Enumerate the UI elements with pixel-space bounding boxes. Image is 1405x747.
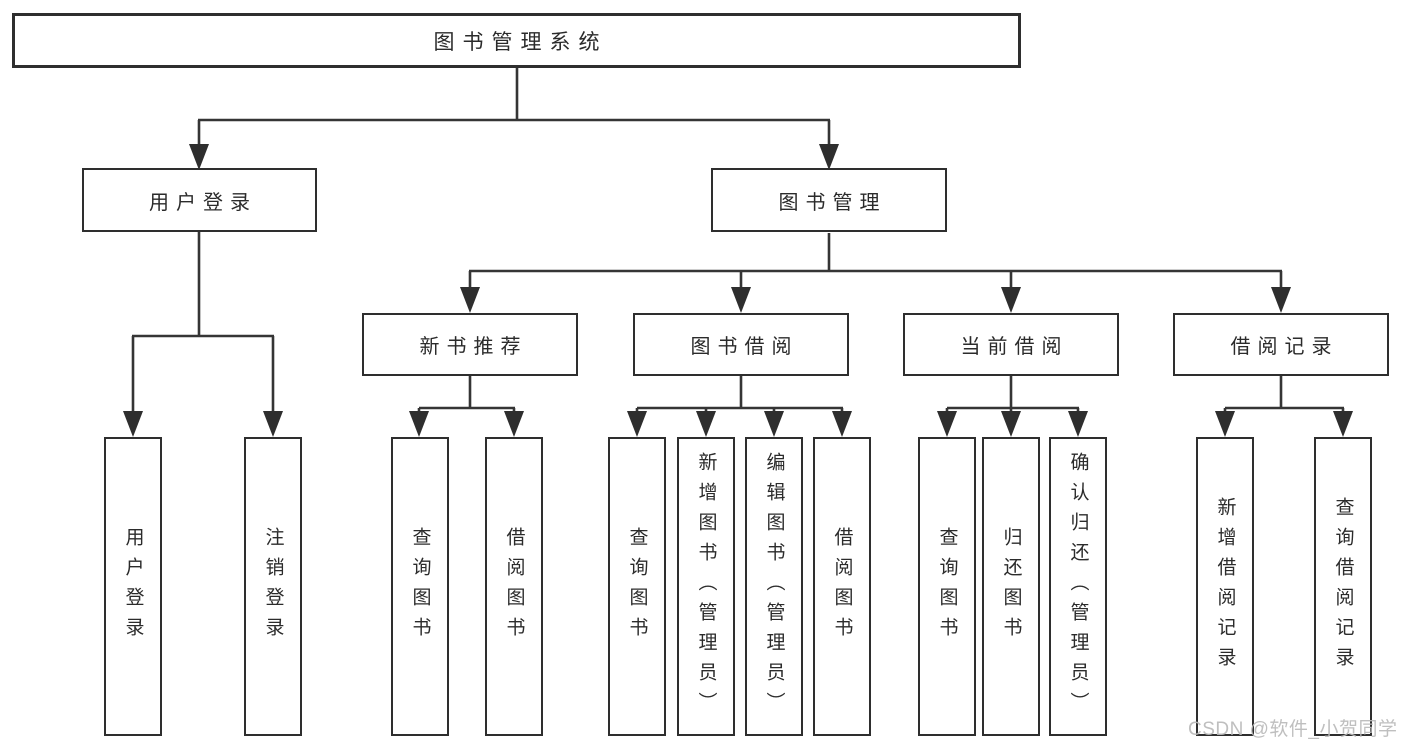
leaf-borrow-edit-books-admin: 编辑图书（管理员） <box>745 437 803 736</box>
node-book-borrow: 图书借阅 <box>633 313 849 376</box>
leaf-label: 用户登录 <box>122 526 144 647</box>
node-label: 图书管理系统 <box>433 30 608 54</box>
leaf-current-query-books: 查询图书 <box>918 437 976 736</box>
leaf-logout: 注销登录 <box>244 437 302 736</box>
leaf-label: 查询图书 <box>409 526 431 647</box>
node-label: 当前借阅 <box>960 336 1069 358</box>
node-current-borrow: 当前借阅 <box>903 313 1119 376</box>
leaf-label: 新增借阅记录 <box>1214 496 1236 677</box>
leaf-newbook-borrow-books: 借阅图书 <box>485 437 543 736</box>
leaf-label: 注销登录 <box>262 526 284 647</box>
leaf-label: 确认归还（管理员） <box>1067 451 1089 722</box>
node-new-book-recommend: 新书推荐 <box>362 313 578 376</box>
leaf-user-login: 用户登录 <box>104 437 162 736</box>
leaf-newbook-query-books: 查询图书 <box>391 437 449 736</box>
leaf-label: 借阅图书 <box>503 526 525 647</box>
leaf-label: 新增图书（管理员） <box>695 451 717 722</box>
leaf-label: 查询图书 <box>626 526 648 647</box>
node-borrow-records: 借阅记录 <box>1173 313 1389 376</box>
leaf-records-add-record: 新增借阅记录 <box>1196 437 1254 736</box>
node-label: 用户登录 <box>149 191 257 214</box>
node-label: 借阅记录 <box>1230 336 1339 358</box>
node-label: 图书借阅 <box>690 336 799 358</box>
node-book-management: 图书管理 <box>711 168 947 232</box>
leaf-label: 借阅图书 <box>831 526 853 647</box>
csdn-watermark: CSDN @软件_小贺同学 <box>1188 719 1398 740</box>
node-user-login: 用户登录 <box>82 168 317 232</box>
leaf-label: 查询图书 <box>936 526 958 647</box>
leaf-label: 查询借阅记录 <box>1332 496 1354 677</box>
leaf-current-return-books: 归还图书 <box>982 437 1040 736</box>
leaf-label: 归还图书 <box>1000 526 1022 647</box>
leaf-current-confirm-return-admin: 确认归还（管理员） <box>1049 437 1107 736</box>
node-library-management-system: 图书管理系统 <box>12 13 1021 68</box>
leaf-borrow-query-books: 查询图书 <box>608 437 666 736</box>
node-label: 图书管理 <box>778 191 887 214</box>
leaf-borrow-add-books-admin: 新增图书（管理员） <box>677 437 735 736</box>
leaf-records-query-record: 查询借阅记录 <box>1314 437 1372 736</box>
leaf-borrow-borrow-books: 借阅图书 <box>813 437 871 736</box>
node-label: 新书推荐 <box>419 336 528 358</box>
leaf-label: 编辑图书（管理员） <box>763 451 785 722</box>
